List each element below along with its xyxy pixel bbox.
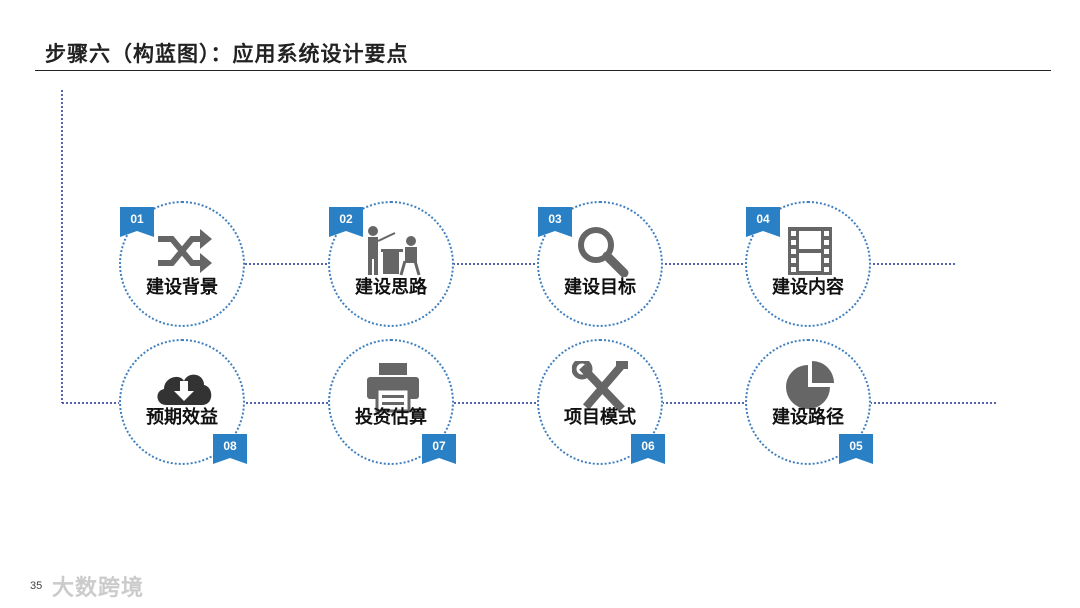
magnifier-icon	[578, 227, 629, 277]
page-title: 步骤六（构蓝图）：应用系统设计要点	[45, 42, 409, 66]
step-label: 预期效益	[146, 407, 218, 428]
cloud-download-icon	[157, 374, 212, 405]
tools-icon	[572, 361, 628, 412]
step-label: 建设思路	[355, 277, 427, 298]
step-label: 建设内容	[772, 277, 844, 298]
step-node-07[interactable]: 投资估算	[328, 339, 454, 465]
step-label: 项目模式	[564, 407, 636, 428]
step-badge-01: 01	[120, 207, 154, 237]
title-underline	[35, 70, 1051, 71]
step-label: 建设目标	[564, 277, 636, 298]
shuffle-icon	[158, 229, 212, 273]
watermark-logo: 大数跨境	[52, 576, 145, 601]
film-icon	[788, 227, 832, 275]
page-number: 35	[30, 580, 43, 592]
step-label: 建设路径	[772, 407, 844, 428]
step-label: 投资估算	[355, 407, 427, 428]
pie-chart-icon	[786, 361, 834, 409]
step-node-03[interactable]: 建设目标	[537, 201, 663, 327]
printer-icon	[367, 363, 419, 413]
teacher-icon	[368, 226, 421, 276]
step-label: 建设背景	[146, 277, 218, 298]
